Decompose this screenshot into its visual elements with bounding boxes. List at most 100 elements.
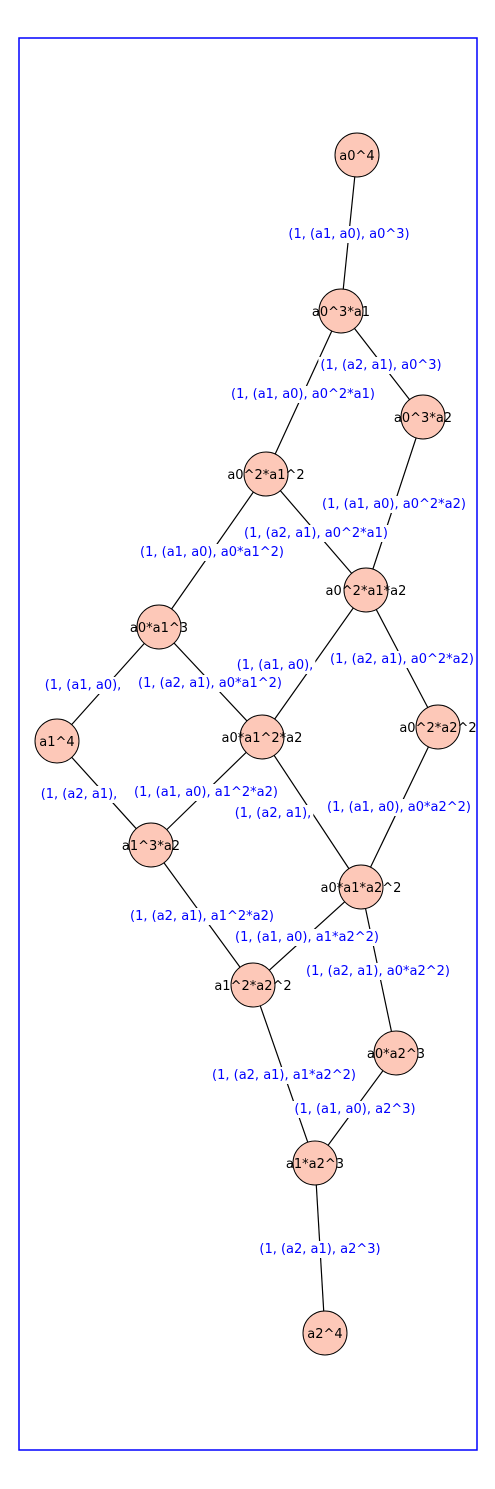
node-a0p2-a2p2: a0^2*a2^2	[399, 704, 477, 750]
edge-label: (1, (a1, a0),	[237, 658, 314, 673]
edge-label-group: (1, (a1, a0),	[234, 657, 316, 674]
edge-label: (1, (a2, a1), a0*a1^2)	[138, 676, 282, 691]
edge-label-background	[210, 1067, 358, 1084]
edge-label: (1, (a1, a0), a0^3)	[288, 227, 409, 242]
edge-label-group: (1, (a1, a0),	[42, 677, 124, 694]
node-label: a0^2*a1*a2	[326, 584, 407, 599]
edge-label-background	[233, 929, 381, 946]
edge-label-group: (1, (a2, a1),	[38, 786, 120, 803]
edge-label-background	[320, 496, 468, 513]
node-circle	[318, 288, 364, 334]
edge-label-group: (1, (a1, a0), a0*a1^2)	[138, 544, 286, 561]
node-a0p3-a1: a0^3*a1	[312, 288, 370, 334]
edge-label-group: (1, (a2, a1), a2^3)	[257, 1241, 383, 1258]
node-label: a0^2*a1^2	[227, 468, 304, 483]
node-a1p4: a1^4	[34, 718, 80, 764]
node-label: a0^3*a1	[312, 305, 370, 320]
edge-label-group: (1, (a2, a1), a0*a1^2)	[136, 675, 284, 692]
node-label: a0*a1^2*a2	[222, 731, 303, 746]
node-circle	[400, 394, 446, 440]
node-circle	[343, 567, 389, 613]
node-circle	[302, 1310, 348, 1356]
edge-label: (1, (a2, a1), a2^3)	[259, 1242, 380, 1257]
node-label: a1^2*a2^2	[214, 979, 291, 994]
edge-label: (1, (a2, a1), a0*a2^2)	[306, 964, 450, 979]
edge-label: (1, (a1, a0), a2^3)	[294, 1102, 415, 1117]
edge-label-group: (1, (a1, a0), a1*a2^2)	[233, 929, 381, 946]
node-circle	[34, 718, 80, 764]
edge-label-group: (1, (a2, a1), a0^2*a1)	[242, 525, 390, 542]
edge-label-background	[328, 651, 476, 668]
node-circle	[415, 704, 461, 750]
node-a0p2-a1p2: a0^2*a1^2	[227, 451, 305, 497]
edge-label-background	[325, 799, 473, 816]
node-label: a1*a2^3	[286, 1157, 344, 1172]
edge-label: (1, (a1, a0), a0*a2^2)	[327, 800, 471, 815]
edge-label-group: (1, (a1, a0), a0*a2^2)	[325, 799, 473, 816]
edge-label-group: (1, (a2, a1), a0*a2^2)	[304, 963, 452, 980]
edge-label-background	[138, 544, 286, 561]
edge-label: (1, (a2, a1),	[41, 787, 118, 802]
edge-label: (1, (a2, a1), a1^2*a2)	[130, 909, 274, 924]
node-circle	[292, 1140, 338, 1186]
edge-label: (1, (a1, a0), a1*a2^2)	[235, 930, 379, 945]
node-circle	[136, 604, 182, 650]
edge-label: (1, (a2, a1), a0^2*a2)	[330, 652, 474, 667]
graph-frame	[18, 37, 478, 1451]
nodes-layer: a0^4 a0^3*a1 a0^3*a2 a0^2*a1^2 a0^2*a1*a2 a0*…	[34, 132, 477, 1356]
node-a0-a1p3: a0*a1^3	[130, 604, 188, 650]
node-a0p4: a0^4	[334, 132, 380, 178]
edge-label-background	[42, 677, 124, 694]
node-a1-a2p3: a1*a2^3	[286, 1140, 344, 1186]
edge-label-group: (1, (a1, a0), a0^2*a2)	[320, 496, 468, 513]
edge-label-group: (1, (a1, a0), a0^3)	[286, 226, 412, 243]
edge-label: (1, (a1, a0), a0^2*a1)	[231, 387, 375, 402]
node-label: a0*a1^3	[130, 621, 188, 636]
edge-label: (1, (a1, a0), a0*a1^2)	[140, 545, 284, 560]
node-label: a0*a2^3	[367, 1047, 425, 1062]
node-label: a1^3*a2	[122, 839, 180, 854]
edge-label-group: (1, (a1, a0), a2^3)	[292, 1101, 418, 1118]
edge-label-group: (1, (a2, a1),	[232, 805, 314, 822]
edge-label-group: (1, (a2, a1), a0^2*a2)	[328, 651, 476, 668]
node-label: a2^4	[307, 1327, 342, 1342]
edge-label-group: (1, (a1, a0), a1^2*a2)	[132, 784, 280, 801]
node-label: a0^2*a2^2	[399, 721, 476, 736]
node-circle	[373, 1030, 419, 1076]
node-circle	[128, 822, 174, 868]
edge-label-background	[128, 908, 276, 925]
node-circle	[243, 451, 289, 497]
edge-label-background	[38, 786, 120, 803]
node-label: a0^3*a2	[394, 411, 452, 426]
edge-label-background	[132, 784, 280, 801]
edge-label-group: (1, (a2, a1), a0^3)	[318, 357, 444, 374]
edge-label-background	[229, 386, 377, 403]
node-a1p2-a2p2: a1^2*a2^2	[214, 962, 292, 1008]
edge-label: (1, (a2, a1), a1*a2^2)	[212, 1068, 356, 1083]
node-circle	[239, 714, 285, 760]
edge-label-background	[136, 675, 284, 692]
edge-label-background	[234, 657, 316, 674]
edge-label-background	[292, 1101, 418, 1118]
edge-label-group: (1, (a2, a1), a1*a2^2)	[210, 1067, 358, 1084]
node-a2p4: a2^4	[302, 1310, 348, 1356]
node-label: a0^4	[339, 149, 374, 164]
edge-labels-layer: (1, (a1, a0), a0^3) (1, (a2, a1), a0^3) (1…	[38, 226, 476, 1258]
edge-label-group: (1, (a2, a1), a1^2*a2)	[128, 908, 276, 925]
edge-label: (1, (a2, a1), a0^2*a1)	[244, 526, 388, 541]
edge-label-background	[232, 805, 314, 822]
edge-label: (1, (a1, a0), a1^2*a2)	[134, 785, 278, 800]
edge-label: (1, (a1, a0), a0^2*a2)	[322, 497, 466, 512]
edge-label: (1, (a2, a1),	[235, 806, 312, 821]
node-circle	[338, 864, 384, 910]
edge-label: (1, (a1, a0),	[45, 678, 122, 693]
edge-label-group: (1, (a1, a0), a0^2*a1)	[229, 386, 377, 403]
edge-label: (1, (a2, a1), a0^3)	[320, 358, 441, 373]
node-a1p3-a2: a1^3*a2	[122, 822, 180, 868]
node-circle	[334, 132, 380, 178]
edge-label-background	[242, 525, 390, 542]
edge-label-background	[304, 963, 452, 980]
node-label: a1^4	[39, 735, 74, 750]
node-a0-a1p2-a2: a0*a1^2*a2	[222, 714, 303, 760]
